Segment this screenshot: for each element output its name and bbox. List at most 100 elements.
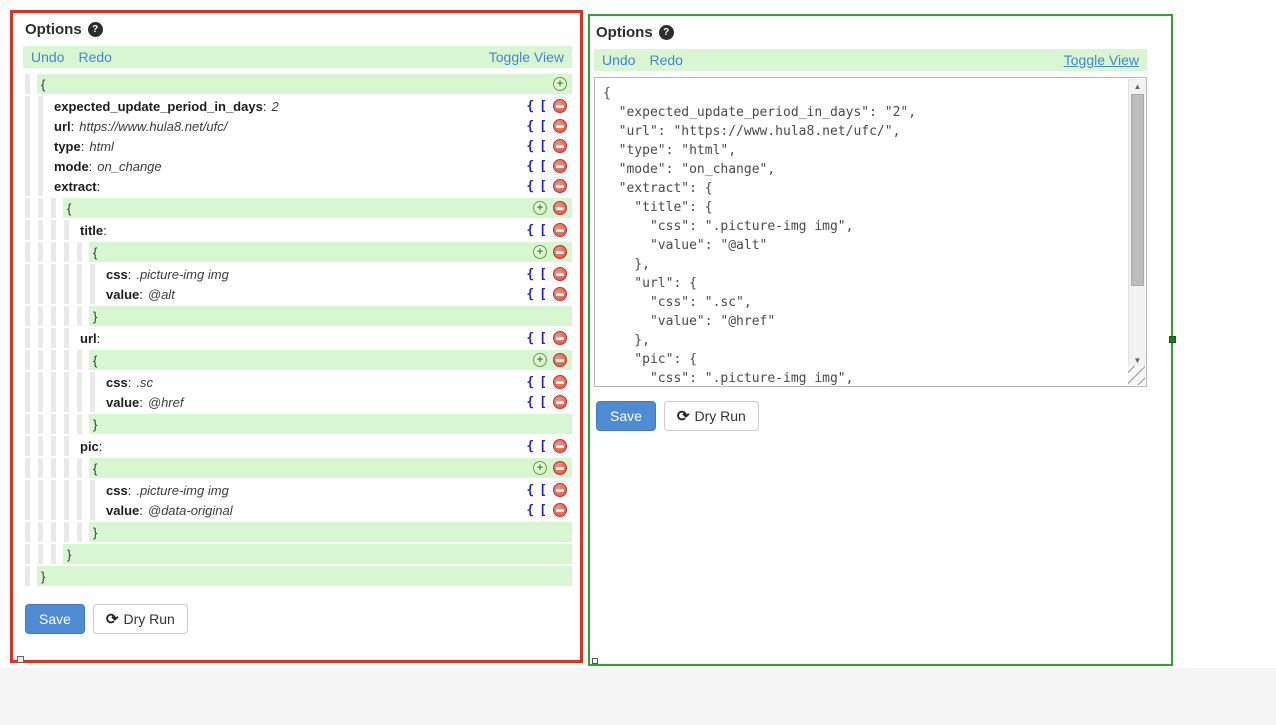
- delete-item-icon[interactable]: [553, 395, 567, 409]
- delete-item-icon[interactable]: [553, 287, 567, 301]
- tree-value[interactable]: @href: [148, 395, 184, 410]
- tree-value[interactable]: .picture-img img: [136, 483, 228, 498]
- panel-resize-handle-right[interactable]: [1169, 336, 1176, 343]
- delete-item-icon[interactable]: [553, 331, 567, 345]
- tree-key[interactable]: css: [106, 375, 128, 390]
- convert-to-array-icon[interactable]: [: [539, 503, 547, 518]
- tree-key[interactable]: css: [106, 267, 128, 282]
- scrollbar-up-icon[interactable]: ▲: [1129, 79, 1146, 93]
- convert-to-array-icon[interactable]: [: [539, 139, 547, 154]
- panel-resize-handle[interactable]: [17, 656, 24, 663]
- tree-key[interactable]: url: [80, 331, 97, 346]
- convert-to-array-icon[interactable]: [: [539, 439, 547, 454]
- tree-value[interactable]: .picture-img img: [136, 267, 228, 282]
- tree-key[interactable]: extract: [54, 179, 97, 194]
- convert-to-object-icon[interactable]: {: [526, 99, 534, 114]
- convert-to-object-icon[interactable]: {: [526, 439, 534, 454]
- json-raw-editor[interactable]: { "expected_update_period_in_days": "2",…: [594, 77, 1147, 387]
- delete-item-icon[interactable]: [553, 503, 567, 517]
- convert-to-array-icon[interactable]: [: [539, 99, 547, 114]
- toggle-view-link[interactable]: Toggle View: [489, 49, 564, 65]
- scrollbar[interactable]: ▲ ▼: [1128, 79, 1145, 367]
- delete-item-icon[interactable]: [553, 353, 567, 367]
- dry-run-button[interactable]: ⟳ Dry Run: [664, 401, 759, 431]
- tree-key[interactable]: url: [54, 119, 71, 134]
- tree-key[interactable]: value: [106, 395, 139, 410]
- tree-row: {+: [23, 242, 572, 262]
- tree-key[interactable]: value: [106, 503, 139, 518]
- redo-link[interactable]: Redo: [649, 52, 682, 68]
- textarea-resize-grip-icon[interactable]: [1128, 366, 1145, 385]
- convert-to-array-icon[interactable]: [: [539, 375, 547, 390]
- save-button[interactable]: Save: [596, 401, 656, 431]
- convert-to-array-icon[interactable]: [: [539, 223, 547, 238]
- dry-run-label: Dry Run: [124, 611, 175, 627]
- convert-to-array-icon[interactable]: [: [539, 483, 547, 498]
- convert-to-object-icon[interactable]: {: [526, 375, 534, 390]
- convert-to-object-icon[interactable]: {: [526, 179, 534, 194]
- tree-key[interactable]: css: [106, 483, 128, 498]
- convert-to-array-icon[interactable]: [: [539, 159, 547, 174]
- convert-to-array-icon[interactable]: [: [539, 331, 547, 346]
- tree-value[interactable]: html: [89, 139, 114, 154]
- convert-to-object-icon[interactable]: {: [526, 159, 534, 174]
- undo-link[interactable]: Undo: [31, 49, 64, 65]
- delete-item-icon[interactable]: [553, 375, 567, 389]
- tree-value[interactable]: 2: [271, 99, 278, 114]
- convert-to-object-icon[interactable]: {: [526, 395, 534, 410]
- delete-item-icon[interactable]: [553, 139, 567, 153]
- convert-to-object-icon[interactable]: {: [526, 483, 534, 498]
- delete-item-icon[interactable]: [553, 245, 567, 259]
- convert-to-array-icon[interactable]: [: [539, 119, 547, 134]
- convert-to-object-icon[interactable]: {: [526, 119, 534, 134]
- undo-link[interactable]: Undo: [602, 52, 635, 68]
- delete-item-icon[interactable]: [553, 159, 567, 173]
- add-item-icon[interactable]: +: [533, 245, 547, 259]
- convert-to-object-icon[interactable]: {: [526, 331, 534, 346]
- panel-resize-handle[interactable]: [592, 658, 598, 664]
- tree-value[interactable]: on_change: [97, 159, 161, 174]
- tree-field: value:@alt{[: [102, 284, 572, 304]
- convert-to-object-icon[interactable]: {: [526, 503, 534, 518]
- delete-item-icon[interactable]: [553, 201, 567, 215]
- delete-item-icon[interactable]: [553, 483, 567, 497]
- tree-key[interactable]: title: [80, 223, 103, 238]
- delete-item-icon[interactable]: [553, 179, 567, 193]
- help-icon[interactable]: ?: [88, 22, 103, 37]
- delete-item-icon[interactable]: [553, 439, 567, 453]
- tree-key[interactable]: expected_update_period_in_days: [54, 99, 263, 114]
- convert-to-object-icon[interactable]: {: [526, 287, 534, 302]
- save-button[interactable]: Save: [25, 604, 85, 634]
- delete-item-icon[interactable]: [553, 223, 567, 237]
- add-item-icon[interactable]: +: [553, 77, 567, 91]
- tree-value[interactable]: @data-original: [148, 503, 233, 518]
- tree-key[interactable]: type: [54, 139, 81, 154]
- toggle-view-link[interactable]: Toggle View: [1064, 52, 1139, 68]
- help-icon[interactable]: ?: [659, 25, 674, 40]
- redo-link[interactable]: Redo: [78, 49, 111, 65]
- delete-item-icon[interactable]: [553, 267, 567, 281]
- add-item-icon[interactable]: +: [533, 353, 547, 367]
- delete-item-icon[interactable]: [553, 461, 567, 475]
- tree-key[interactable]: pic: [80, 439, 99, 454]
- tree-value[interactable]: https://www.hula8.net/ufc/: [79, 119, 227, 134]
- dry-run-button[interactable]: ⟳ Dry Run: [93, 604, 188, 634]
- convert-to-array-icon[interactable]: [: [539, 267, 547, 282]
- convert-to-object-icon[interactable]: {: [526, 267, 534, 282]
- convert-to-object-icon[interactable]: {: [526, 139, 534, 154]
- delete-item-icon[interactable]: [553, 119, 567, 133]
- json-editor-textarea[interactable]: { "expected_update_period_in_days": "2",…: [595, 78, 1146, 387]
- tree-key[interactable]: value: [106, 287, 139, 302]
- convert-to-object-icon[interactable]: {: [526, 223, 534, 238]
- scrollbar-thumb[interactable]: [1131, 94, 1144, 286]
- tree-value[interactable]: .sc: [136, 375, 153, 390]
- scrollbar-down-icon[interactable]: ▼: [1129, 353, 1146, 367]
- tree-key[interactable]: mode: [54, 159, 89, 174]
- add-item-icon[interactable]: +: [533, 461, 547, 475]
- convert-to-array-icon[interactable]: [: [539, 287, 547, 302]
- delete-item-icon[interactable]: [553, 99, 567, 113]
- convert-to-array-icon[interactable]: [: [539, 179, 547, 194]
- convert-to-array-icon[interactable]: [: [539, 395, 547, 410]
- tree-value[interactable]: @alt: [148, 287, 175, 302]
- add-item-icon[interactable]: +: [533, 201, 547, 215]
